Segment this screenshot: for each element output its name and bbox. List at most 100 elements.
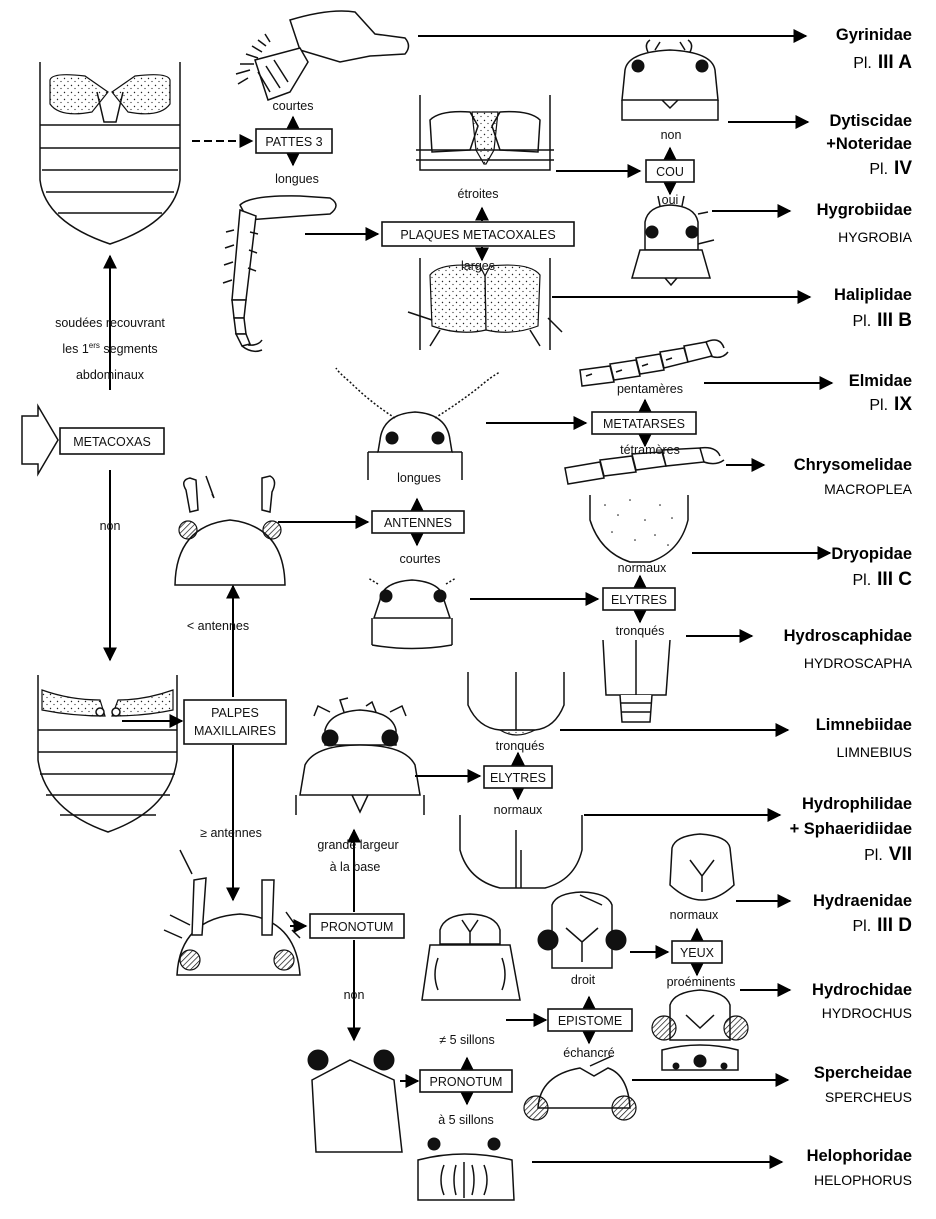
family-name: Haliplidae [834, 286, 912, 304]
label-droit: droit [571, 973, 596, 987]
family-name: Hydrophilidae [802, 795, 912, 813]
label-echancre: échancré [563, 1046, 614, 1060]
head-prominent-eyes-illustration [651, 989, 749, 1071]
box-metacoxas: METACOXAS [59, 427, 165, 455]
family-name-2: + Sphaeridiidae [790, 820, 912, 838]
family-name: Spercheidae [814, 1064, 912, 1082]
box-pronotum-2: PRONOTUM [419, 1069, 513, 1093]
family-name: Chrysomelidae [794, 456, 912, 474]
family-name: Dytiscidae [829, 112, 912, 130]
family-hydrophilidae: Hydrophilidae + Sphaeridiidae Pl.VII [790, 795, 912, 865]
genus-name: LIMNEBIUS [837, 744, 912, 760]
genus-name: MACROPLEA [824, 481, 913, 497]
family-name: Hydroscaphidae [784, 627, 912, 645]
pronotum-narrow-base-illustration [307, 1049, 403, 1153]
box-yeux-label: YEUX [680, 946, 715, 960]
head-short-palps-illustration [174, 475, 286, 586]
plate-reference: Pl.IX [869, 394, 912, 415]
label-a-5-sillons: à 5 sillons [438, 1113, 494, 1127]
box-metatarses: METATARSES [591, 411, 697, 435]
pronotum-broad-base-illustration [295, 697, 425, 815]
label-soudees-1: soudées recouvrant [55, 316, 165, 330]
metacoxal-plates-large-illustration [407, 258, 563, 350]
box-metacoxas-label: METACOXAS [73, 435, 151, 449]
family-helophoridae: Helophoridae HELOPHORUS [807, 1147, 912, 1188]
genus-name: HYDROCHUS [822, 1005, 912, 1021]
label-longues-pattes: longues [275, 172, 319, 186]
abdomen-fused-illustration [39, 62, 181, 245]
plate-reference: Pl.III D [852, 915, 912, 936]
elytra-normal-hydrophilidae-illustration [459, 815, 583, 889]
label-grande-largeur: grande largeur [317, 838, 398, 852]
box-epistome-label: EPISTOME [558, 1014, 622, 1028]
head-short-antennae-illustration [367, 577, 457, 650]
head-normal-eyes-illustration [669, 833, 735, 901]
family-hygrobiidae: Hygrobiidae HYGROBIA [817, 201, 913, 245]
plate-reference: Pl.III B [852, 310, 912, 331]
family-name: Hygrobiidae [817, 201, 912, 219]
label-soudees-3: abdominaux [76, 368, 145, 382]
abdomen-free-illustration [37, 675, 178, 833]
family-gyrinidae: Gyrinidae Pl.III A [836, 26, 912, 73]
tarsus-tetramerous-illustration [564, 446, 725, 485]
genus-name: HYDROSCAPHA [804, 655, 913, 671]
box-cou-label: COU [656, 165, 684, 179]
entry-arrow-icon [21, 403, 59, 477]
box-metatarses-label: METATARSES [603, 417, 685, 431]
family-name: Limnebiidae [816, 716, 912, 734]
label-proeminents: proéminents [667, 975, 736, 989]
box-elytres-2: ELYTRES [483, 765, 553, 789]
label-non-metacoxas: non [100, 519, 121, 533]
head-long-antennae-illustration [335, 367, 501, 480]
head-epistome-notched-illustration [523, 1055, 637, 1121]
tarsus-pentamerous-illustration [579, 339, 729, 387]
label-courtes-antennes: courtes [400, 552, 441, 566]
label-normaux-elytres-1: normaux [618, 561, 667, 575]
pronotum-five-grooves-illustration [417, 1137, 515, 1201]
elytra-truncated-limnebius-illustration [467, 672, 565, 736]
head-neck-present-illustration [631, 195, 715, 287]
label-soudees-2: les 1ers segments [62, 341, 157, 356]
box-pattes: PATTES 3 [255, 128, 333, 154]
box-elytres-2-label: ELYTRES [490, 771, 546, 785]
box-palpes-label-2: MAXILLAIRES [194, 724, 276, 738]
family-name: Dryopidae [831, 545, 912, 563]
family-limnebiidae: Limnebiidae LIMNEBIUS [816, 716, 912, 760]
family-hydrochidae: Hydrochidae HYDROCHUS [812, 981, 912, 1021]
plate-reference: Pl.III C [852, 569, 912, 590]
head-neck-absent-illustration [621, 39, 719, 121]
plate-reference: Pl.IV [869, 158, 912, 179]
long-leg-illustration [222, 195, 337, 353]
box-cou: COU [645, 159, 695, 183]
box-pronotum-1-label: PRONOTUM [321, 920, 394, 934]
pronotum-epistome-illustration [421, 913, 521, 1001]
box-yeux: YEUX [671, 940, 723, 964]
plate-reference: Pl.III A [853, 52, 912, 73]
box-plaques: PLAQUES METACOXALES [381, 221, 575, 247]
family-elmidae: Elmidae Pl.IX [849, 372, 913, 415]
label-non-cou: non [661, 128, 682, 142]
box-antennes: ANTENNES [371, 510, 465, 534]
box-epistome: EPISTOME [547, 1008, 633, 1032]
box-pronotum-1: PRONOTUM [309, 913, 405, 939]
label-longues-antennes: longues [397, 471, 441, 485]
label-larges: larges [461, 259, 495, 273]
box-pattes-label: PATTES 3 [265, 135, 322, 149]
label-ne-5-sillons: ≠ 5 sillons [439, 1033, 495, 1047]
box-palpes: PALPES MAXILLAIRES [183, 699, 287, 745]
family-hydroscaphidae: Hydroscaphidae HYDROSCAPHA [784, 627, 913, 671]
box-plaques-label: PLAQUES METACOXALES [400, 228, 555, 242]
label-lt-antennes: < antennes [187, 619, 249, 633]
family-name: Hydraenidae [813, 892, 912, 910]
family-name-2: +Noteridae [826, 135, 912, 153]
family-hydraenidae: Hydraenidae Pl.III D [813, 892, 912, 936]
label-pentameres: pentamères [617, 382, 683, 396]
label-a-la-base: à la base [330, 860, 381, 874]
family-dytiscidae: Dytiscidae +Noteridae Pl.IV [826, 112, 912, 179]
family-haliplidae: Haliplidae Pl.III B [834, 286, 912, 331]
head-long-palps-illustration [163, 849, 301, 976]
label-ge-antennes: ≥ antennes [200, 826, 262, 840]
plate-reference: Pl.VII [864, 844, 912, 865]
short-leg-illustration [235, 10, 410, 101]
